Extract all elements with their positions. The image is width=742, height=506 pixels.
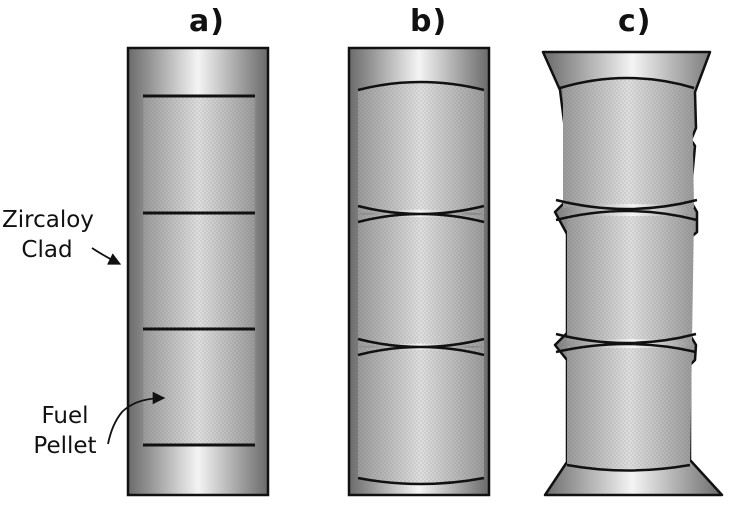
zircaloy-clad-label: Zircaloy Clad: [2, 205, 94, 265]
pellet-interface-b-2: [357, 337, 485, 357]
pellet-interface-b-top: [357, 80, 485, 92]
fuel-pellet-label: Fuel Pellet: [20, 401, 110, 461]
pellet-interface-b-bottom: [357, 476, 485, 486]
pellet-interface-c-bottom: [566, 463, 691, 472]
pellet-interface-c-1: [555, 198, 698, 222]
rod-a: [126, 46, 270, 497]
pellet-interface-b-1: [357, 204, 485, 224]
zircaloy-clad-label-line2: Clad: [21, 237, 73, 263]
panel-label-c: c): [618, 4, 652, 39]
rod-c: [541, 50, 724, 497]
pellet-interface-c-top: [559, 76, 695, 90]
fuel-pellet-label-line2: Pellet: [33, 433, 97, 459]
rod-b: [347, 46, 491, 497]
zircaloy-clad-label-line1: Zircaloy: [2, 207, 94, 233]
pellet-arrow: [107, 391, 166, 445]
panel-label-b: b): [410, 4, 448, 39]
fuel-pellet-label-line1: Fuel: [41, 403, 89, 429]
panel-label-a: a): [189, 4, 225, 39]
pellet-interface-c-2: [555, 332, 697, 354]
clad-arrow: [91, 247, 122, 265]
